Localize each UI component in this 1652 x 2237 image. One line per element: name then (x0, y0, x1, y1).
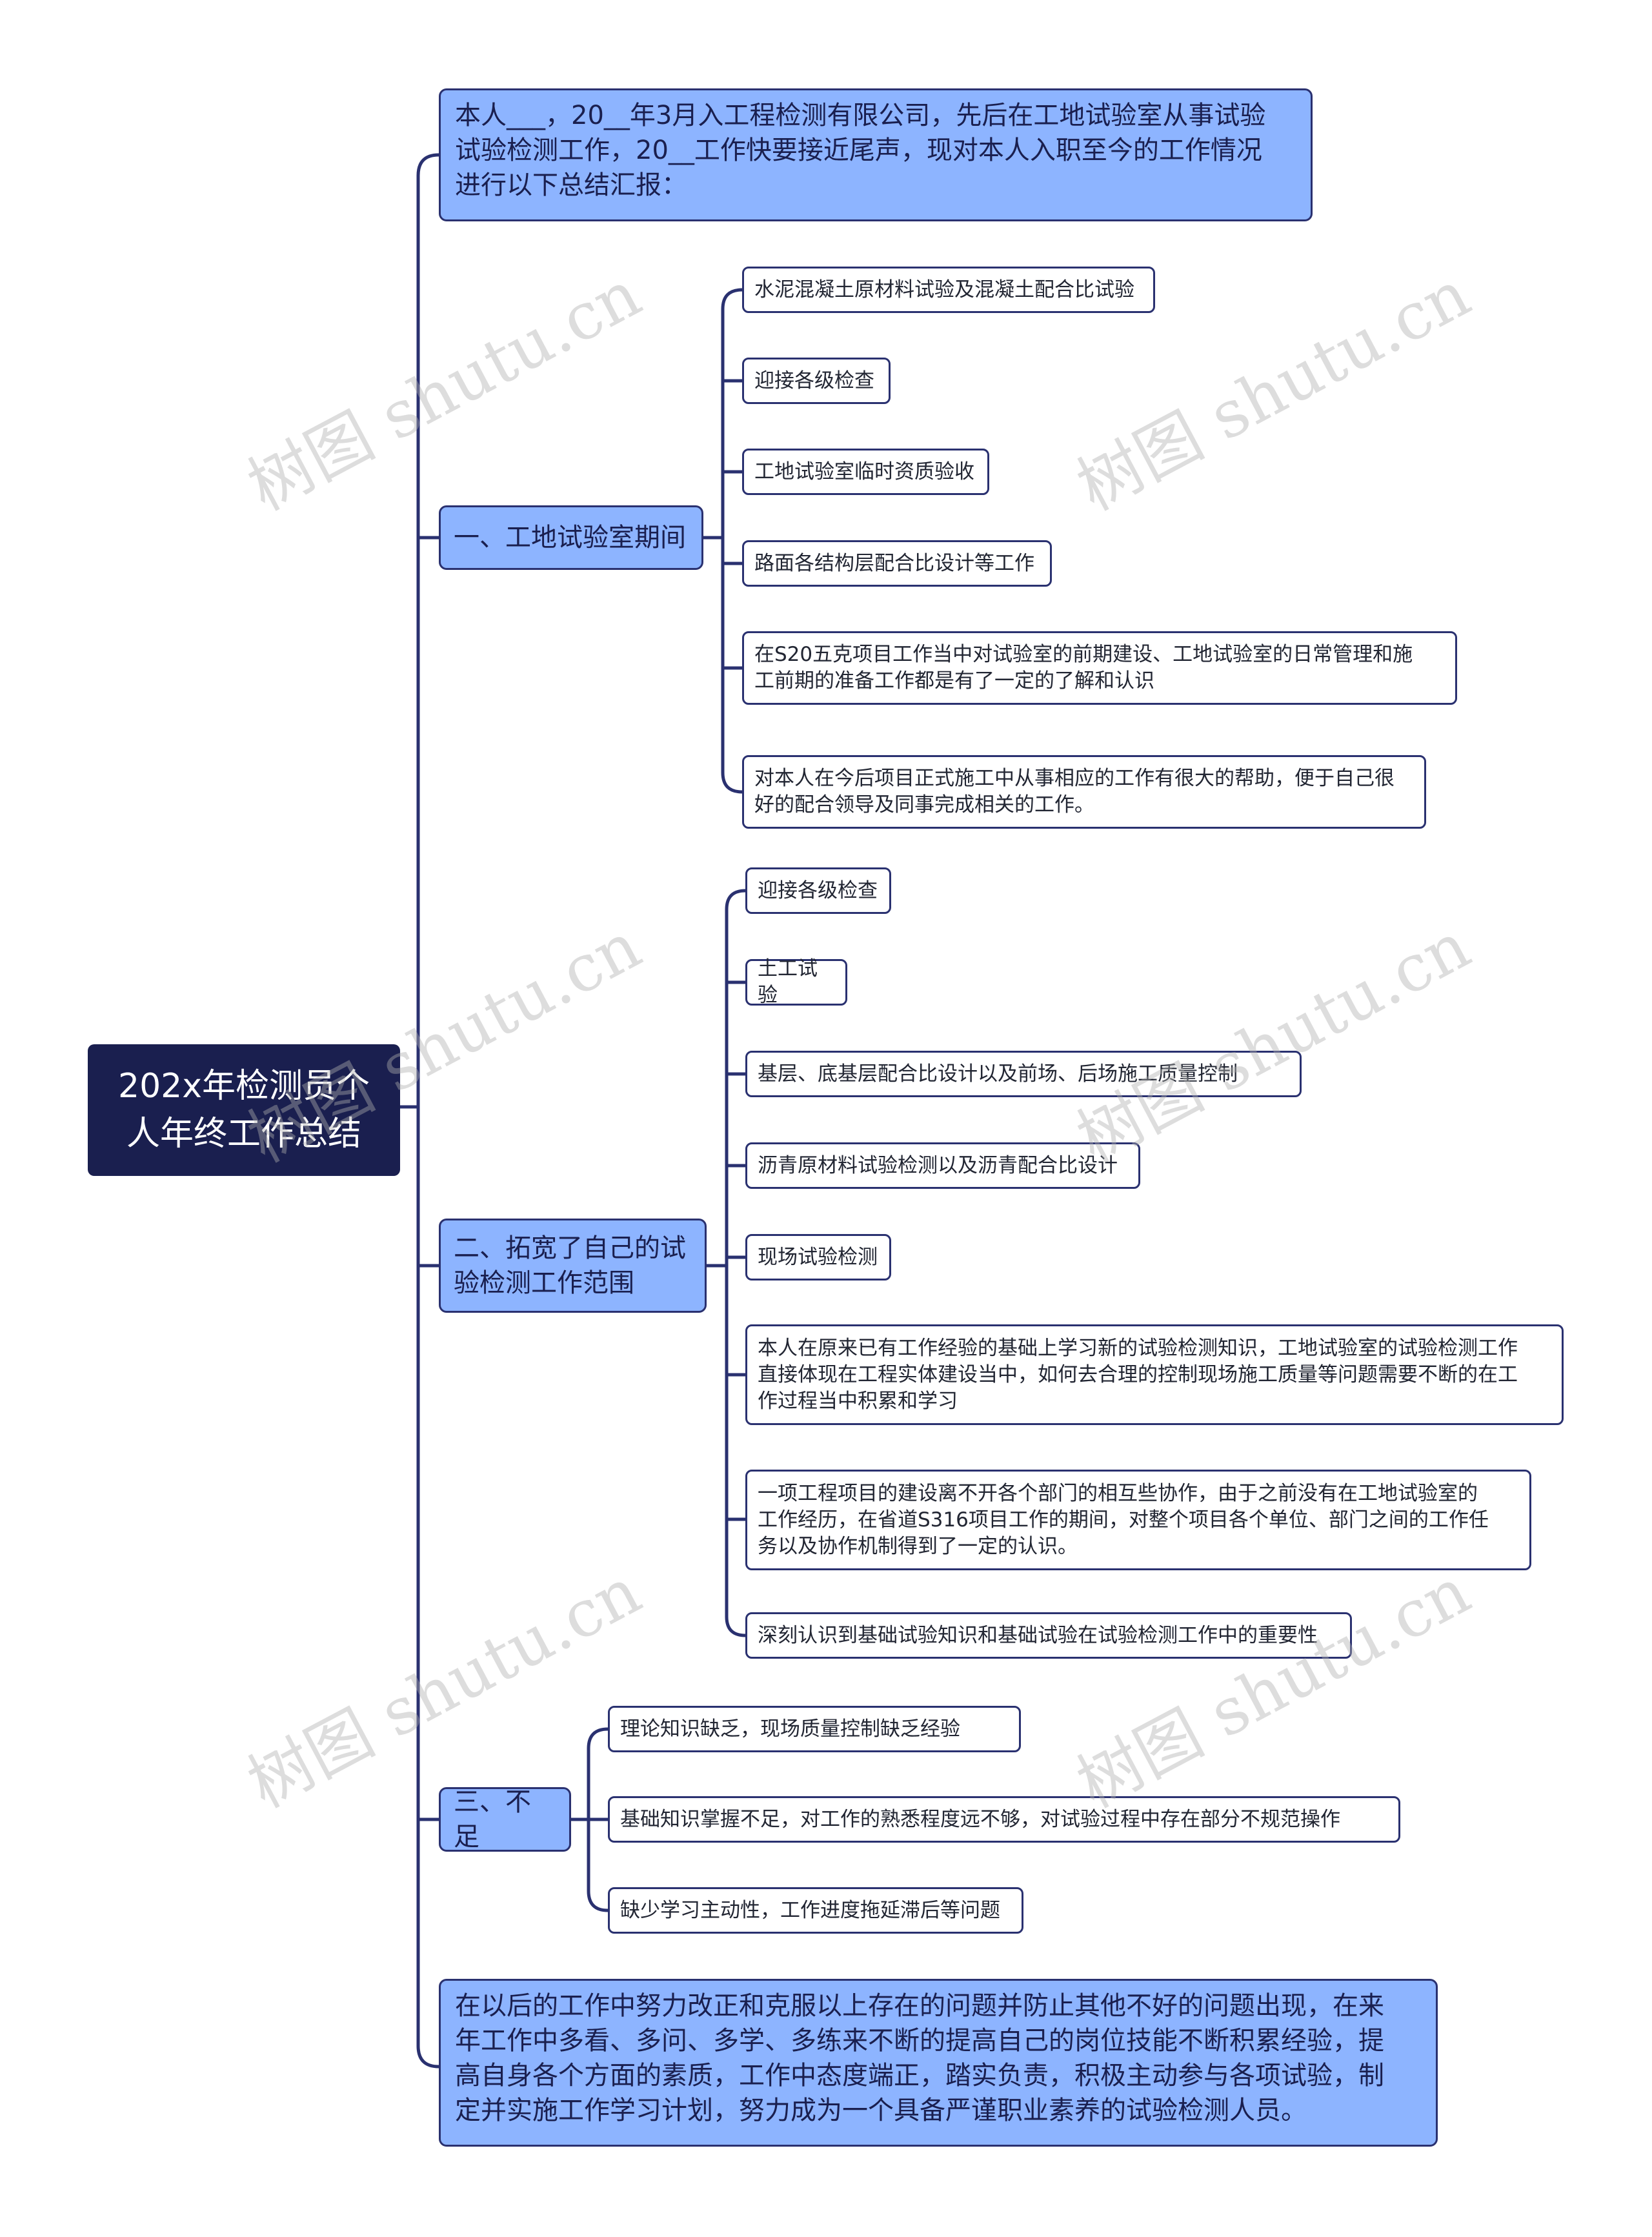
leaf-text: 本人在原来已有工作经验的基础上学习新的试验检测知识，工地试验室的试验检测工作 直… (758, 1336, 1518, 1413)
section-2-title: 二、拓宽了自己的试 验检测工作范围 (454, 1233, 686, 1298)
branch-section-1[interactable]: 一、工地试验室期间 (439, 505, 703, 570)
section-3-title: 三、不足 (454, 1787, 531, 1852)
leaf-1-3[interactable]: 工地试验室临时资质验收 (742, 449, 989, 495)
root-topic[interactable]: 202x年检测员个 人年终工作总结 (88, 1044, 400, 1176)
leaf-1-6[interactable]: 对本人在今后项目正式施工中从事相应的工作有很大的帮助，便于自己很 好的配合领导及… (742, 755, 1426, 829)
leaf-text: 在S20五克项目工作当中对试验室的前期建设、工地试验室的日常管理和施 工前期的准… (754, 643, 1413, 693)
branch-section-2[interactable]: 二、拓宽了自己的试 验检测工作范围 (439, 1219, 707, 1313)
intro-text: 本人___，20__年3月入工程检测有限公司，先后在工地试验室从事试验 试验检测… (455, 101, 1266, 200)
leaf-text: 理论知识缺乏，现场质量控制缺乏经验 (620, 1717, 960, 1741)
leaf-text: 缺少学习主动性，工作进度拖延滞后等问题 (620, 1898, 1000, 1922)
leaf-text: 土工试验 (758, 957, 818, 1007)
leaf-text: 基础知识掌握不足，对工作的熟悉程度远不够，对试验过程中存在部分不规范操作 (620, 1807, 1340, 1831)
leaf-3-2[interactable]: 基础知识掌握不足，对工作的熟悉程度远不够，对试验过程中存在部分不规范操作 (608, 1796, 1400, 1843)
leaf-text: 水泥混凝土原材料试验及混凝土配合比试验 (754, 278, 1134, 301)
leaf-2-1[interactable]: 迎接各级检查 (745, 867, 891, 914)
leaf-text: 现场试验检测 (758, 1245, 878, 1269)
leaf-2-6[interactable]: 本人在原来已有工作经验的基础上学习新的试验检测知识，工地试验室的试验检测工作 直… (745, 1324, 1564, 1425)
leaf-2-5[interactable]: 现场试验检测 (745, 1234, 891, 1280)
leaf-2-8[interactable]: 深刻认识到基础试验知识和基础试验在试验检测工作中的重要性 (745, 1612, 1352, 1659)
root-title: 202x年检测员个 人年终工作总结 (117, 1067, 370, 1153)
leaf-text: 基层、底基层配合比设计以及前场、后场施工质量控制 (758, 1062, 1238, 1086)
leaf-3-1[interactable]: 理论知识缺乏，现场质量控制缺乏经验 (608, 1706, 1021, 1752)
leaf-text: 路面各结构层配合比设计等工作 (754, 551, 1034, 575)
closing-text: 在以后的工作中努力改正和克服以上存在的问题并防止其他不好的问题出现，在来 年工作… (455, 1991, 1384, 2125)
leaf-1-2[interactable]: 迎接各级检查 (742, 358, 891, 404)
leaf-text: 对本人在今后项目正式施工中从事相应的工作有很大的帮助，便于自己很 好的配合领导及… (754, 767, 1395, 816)
section-1-title: 一、工地试验室期间 (454, 523, 686, 552)
leaf-1-5[interactable]: 在S20五克项目工作当中对试验室的前期建设、工地试验室的日常管理和施 工前期的准… (742, 631, 1457, 705)
leaf-1-1[interactable]: 水泥混凝土原材料试验及混凝土配合比试验 (742, 267, 1155, 313)
leaf-2-3[interactable]: 基层、底基层配合比设计以及前场、后场施工质量控制 (745, 1051, 1302, 1097)
leaf-text: 一项工程项目的建设离不开各个部门的相互些协作，由于之前没有在工地试验室的 工作经… (758, 1481, 1489, 1558)
leaf-1-4[interactable]: 路面各结构层配合比设计等工作 (742, 540, 1052, 587)
intro-paragraph[interactable]: 本人___，20__年3月入工程检测有限公司，先后在工地试验室从事试验 试验检测… (439, 88, 1313, 221)
leaf-text: 工地试验室临时资质验收 (754, 460, 974, 483)
leaf-2-7[interactable]: 一项工程项目的建设离不开各个部门的相互些协作，由于之前没有在工地试验室的 工作经… (745, 1470, 1531, 1570)
closing-paragraph[interactable]: 在以后的工作中努力改正和克服以上存在的问题并防止其他不好的问题出现，在来 年工作… (439, 1979, 1438, 2147)
branch-section-3[interactable]: 三、不足 (439, 1787, 571, 1852)
leaf-2-2[interactable]: 土工试验 (745, 957, 847, 1007)
leaf-text: 沥青原材料试验检测以及沥青配合比设计 (758, 1153, 1118, 1177)
leaf-text: 迎接各级检查 (754, 369, 874, 392)
leaf-3-3[interactable]: 缺少学习主动性，工作进度拖延滞后等问题 (608, 1887, 1023, 1934)
leaf-text: 深刻认识到基础试验知识和基础试验在试验检测工作中的重要性 (758, 1623, 1318, 1647)
leaf-text: 迎接各级检查 (758, 878, 878, 902)
leaf-2-4[interactable]: 沥青原材料试验检测以及沥青配合比设计 (745, 1142, 1140, 1189)
